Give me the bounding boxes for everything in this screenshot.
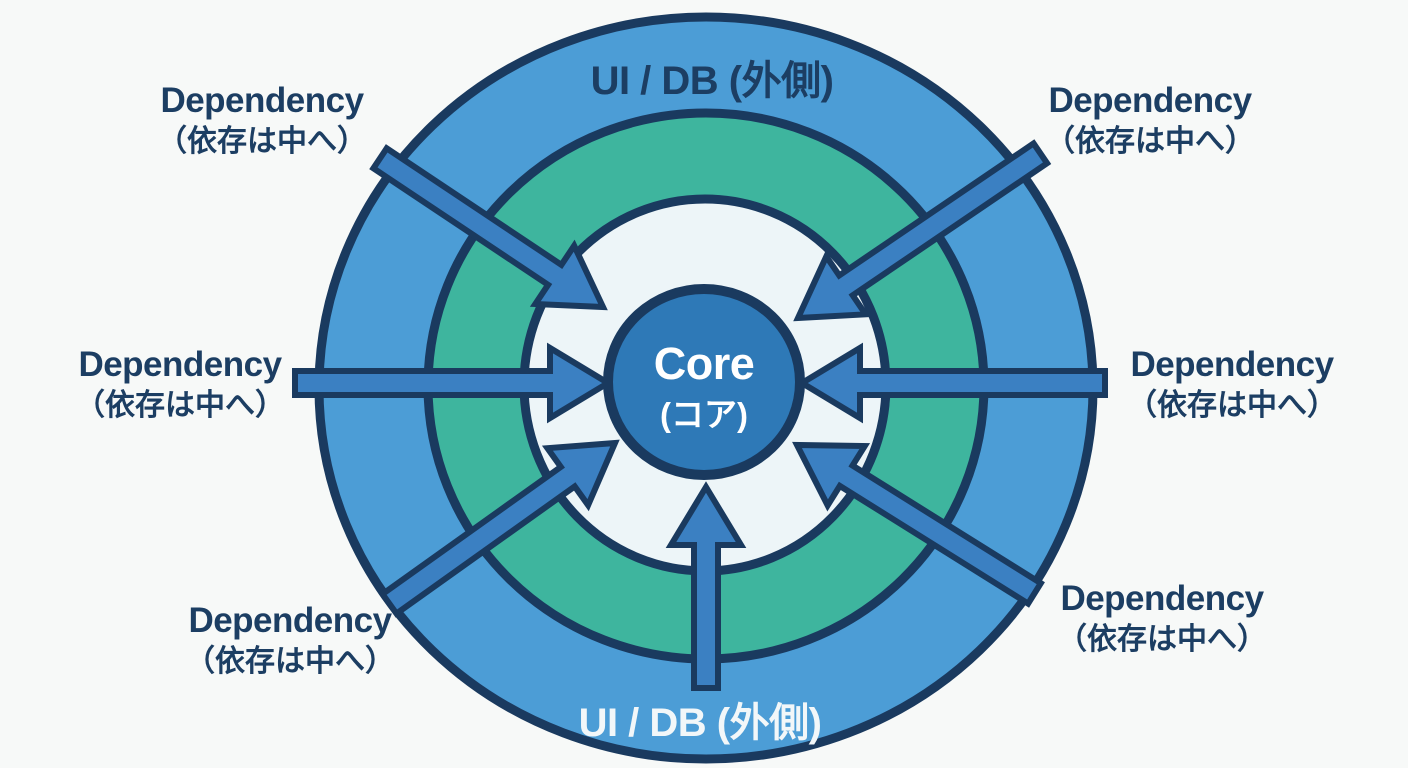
dependency-arrow-top-right: [793, 139, 1052, 322]
dependency-label-bottom-left: Dependency （依存は中へ）: [185, 602, 395, 684]
dependency-arrow-middle-left: [292, 342, 614, 424]
dependency-arrow-top-left: [369, 144, 608, 311]
outer-ring-label-top: UI / DB (外側): [590, 59, 834, 103]
dependency-arrow-bottom-left: [378, 439, 620, 618]
core-title: Core: [653, 338, 755, 389]
dependency-label-line2: （依存は中へ）: [1127, 389, 1337, 422]
dependency-arrow-bottom-right: [792, 441, 1045, 608]
dependency-label-line2: （依存は中へ）: [157, 125, 367, 158]
dependency-label-middle-left: Dependency （依存は中へ）: [75, 346, 285, 428]
dependency-label-line1: Dependency: [1130, 345, 1334, 384]
dependency-arrow-middle-right: [796, 342, 1108, 424]
dependency-label-top-right: Dependency （依存は中へ）: [1045, 82, 1255, 164]
dependency-label-bottom-right: Dependency （依存は中へ）: [1057, 580, 1267, 662]
dependency-label-line2: （依存は中へ）: [185, 645, 395, 678]
dependency-label-line2: （依存は中へ）: [1045, 125, 1255, 158]
dependency-label-line1: Dependency: [78, 345, 282, 384]
dependency-label-line1: Dependency: [1048, 81, 1252, 120]
dependency-label-line2: （依存は中へ）: [1057, 623, 1267, 656]
outer-ring-label-bottom: UI / DB (外側): [578, 701, 822, 745]
dependency-label-line1: Dependency: [188, 601, 392, 640]
core-subtitle: (コア): [660, 396, 748, 433]
dependency-arrows: [292, 139, 1108, 691]
dependency-label-middle-right: Dependency （依存は中へ）: [1127, 346, 1337, 428]
core-circle: [603, 284, 805, 480]
dependency-label-line1: Dependency: [1060, 579, 1264, 618]
dependency-label-line2: （依存は中へ）: [75, 389, 285, 422]
dependency-label-top-left: Dependency （依存は中へ）: [157, 82, 367, 164]
dependency-arrow-bottom-center: [665, 481, 747, 691]
dependency-label-line1: Dependency: [160, 81, 364, 120]
